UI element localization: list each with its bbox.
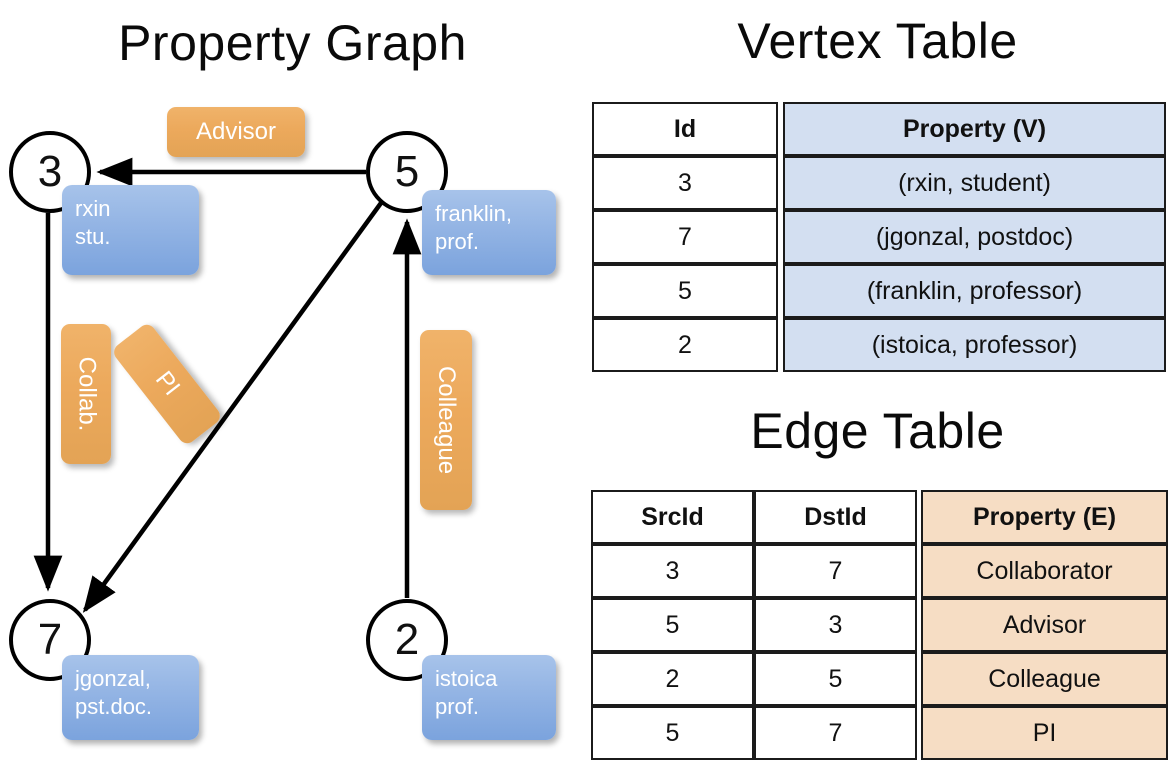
table-header-row: Property (V) (783, 102, 1166, 156)
graph-node-2-label: 2 (394, 615, 420, 664)
vertex-table-property-column: Property (V) (rxin, student) (jgonzal, p… (783, 102, 1166, 372)
table-row: 5 7 (591, 706, 917, 760)
edge-table-property-column: Property (E) Collaborator Advisor Collea… (921, 490, 1168, 760)
table-row: 7 (592, 210, 778, 264)
edge-table-id-columns: SrcId DstId 3 7 5 3 2 5 5 7 (591, 490, 917, 760)
graph-node-2[interactable]: 2 (366, 599, 448, 681)
edge-table-header-dstid: DstId (754, 490, 917, 544)
page-title-edge-table: Edge Table (750, 403, 1005, 459)
vertex-table-header-property: Property (V) (783, 102, 1166, 156)
edge-table-cell-dstid: 7 (754, 706, 917, 760)
node-property-jgonzal-line1: jgonzal, (75, 666, 151, 691)
graph-node-5-label: 5 (394, 147, 420, 196)
graph-node-7-label: 7 (37, 615, 63, 664)
vertex-table-cell-id: 2 (592, 318, 778, 372)
node-property-jgonzal-line2: pst.doc. (75, 694, 153, 720)
edge-table-cell-srcid: 2 (591, 652, 754, 706)
edge-table-cell-property: PI (921, 706, 1168, 760)
table-row: Collaborator (921, 544, 1168, 598)
edge-table-cell-property: Collaborator (921, 544, 1168, 598)
edge-table-header-property: Property (E) (921, 490, 1168, 544)
edge-table-cell-dstid: 5 (754, 652, 917, 706)
node-property-box-istoica: istoica prof. (422, 655, 556, 740)
table-row: 5 3 (591, 598, 917, 652)
graph-edges-layer (33, 157, 422, 613)
node-property-box-jgonzal: jgonzal, pst.doc. (62, 655, 199, 740)
node-property-box-franklin: franklin, prof. (422, 190, 556, 275)
vertex-table-cell-id: 5 (592, 264, 778, 318)
edge-table-cell-property: Colleague (921, 652, 1168, 706)
edge-table-header-srcid: SrcId (591, 490, 754, 544)
page-title-vertex-table: Vertex Table (737, 13, 1018, 69)
table-header-row: SrcId DstId (591, 490, 917, 544)
graph-node-5[interactable]: 5 (366, 131, 448, 213)
table-row: (rxin, student) (783, 156, 1166, 210)
table-row: Advisor (921, 598, 1168, 652)
table-row: 3 (592, 156, 778, 210)
vertex-table-header-id: Id (592, 102, 778, 156)
edge-label-advisor-text: Advisor (195, 118, 277, 145)
vertex-table-cell-property: (jgonzal, postdoc) (783, 210, 1166, 264)
vertex-table-cell-id: 7 (592, 210, 778, 264)
edge-5-to-7 (82, 201, 383, 613)
node-property-franklin-line2: prof. (435, 229, 480, 255)
table-row: (jgonzal, postdoc) (783, 210, 1166, 264)
table-row: PI (921, 706, 1168, 760)
edge-table-cell-srcid: 5 (591, 706, 754, 760)
vertex-table-id-column: Id 3 7 5 2 (592, 102, 778, 372)
node-property-istoica-line2: prof. (435, 694, 480, 720)
table-row: (istoica, professor) (783, 318, 1166, 372)
node-property-franklin-line1: franklin, (435, 201, 513, 226)
graph-node-3-label: 3 (37, 147, 63, 196)
edge-label-pi-text: PI (149, 366, 186, 401)
edge-label-colleague-text: Colleague (433, 365, 460, 475)
vertex-table-cell-id: 3 (592, 156, 778, 210)
edge-table-cell-srcid: 3 (591, 544, 754, 598)
edge-label-collab-text: Collab. (73, 356, 100, 432)
edge-table-cell-dstid: 7 (754, 544, 917, 598)
edge-label-collab: Collab. (61, 324, 111, 464)
edge-table-cell-srcid: 5 (591, 598, 754, 652)
table-row: 5 (592, 264, 778, 318)
node-property-box-rxin: rxin stu. (62, 185, 199, 275)
vertex-table-cell-property: (istoica, professor) (783, 318, 1166, 372)
node-property-rxin-line2: stu. (75, 224, 111, 250)
table-row: 2 5 (591, 652, 917, 706)
edge-label-colleague: Colleague (420, 330, 472, 510)
vertex-table-cell-property: (franklin, professor) (783, 264, 1166, 318)
table-row: 2 (592, 318, 778, 372)
node-property-istoica-line1: istoica (435, 666, 498, 691)
edge-table-cell-property: Advisor (921, 598, 1168, 652)
table-row: Colleague (921, 652, 1168, 706)
node-property-rxin-line1: rxin (75, 196, 111, 221)
edge-label-advisor: Advisor (167, 107, 305, 157)
page-title-property-graph: Property Graph (118, 15, 467, 71)
edge-table-cell-dstid: 3 (754, 598, 917, 652)
property-graph-diagram: 3 5 7 2 rxin stu. franklin, prof. jgonza… (9, 107, 556, 740)
vertex-table-cell-property: (rxin, student) (783, 156, 1166, 210)
table-row: (franklin, professor) (783, 264, 1166, 318)
table-header-row: Property (E) (921, 490, 1168, 544)
table-header-row: Id (592, 102, 778, 156)
table-row: 3 7 (591, 544, 917, 598)
